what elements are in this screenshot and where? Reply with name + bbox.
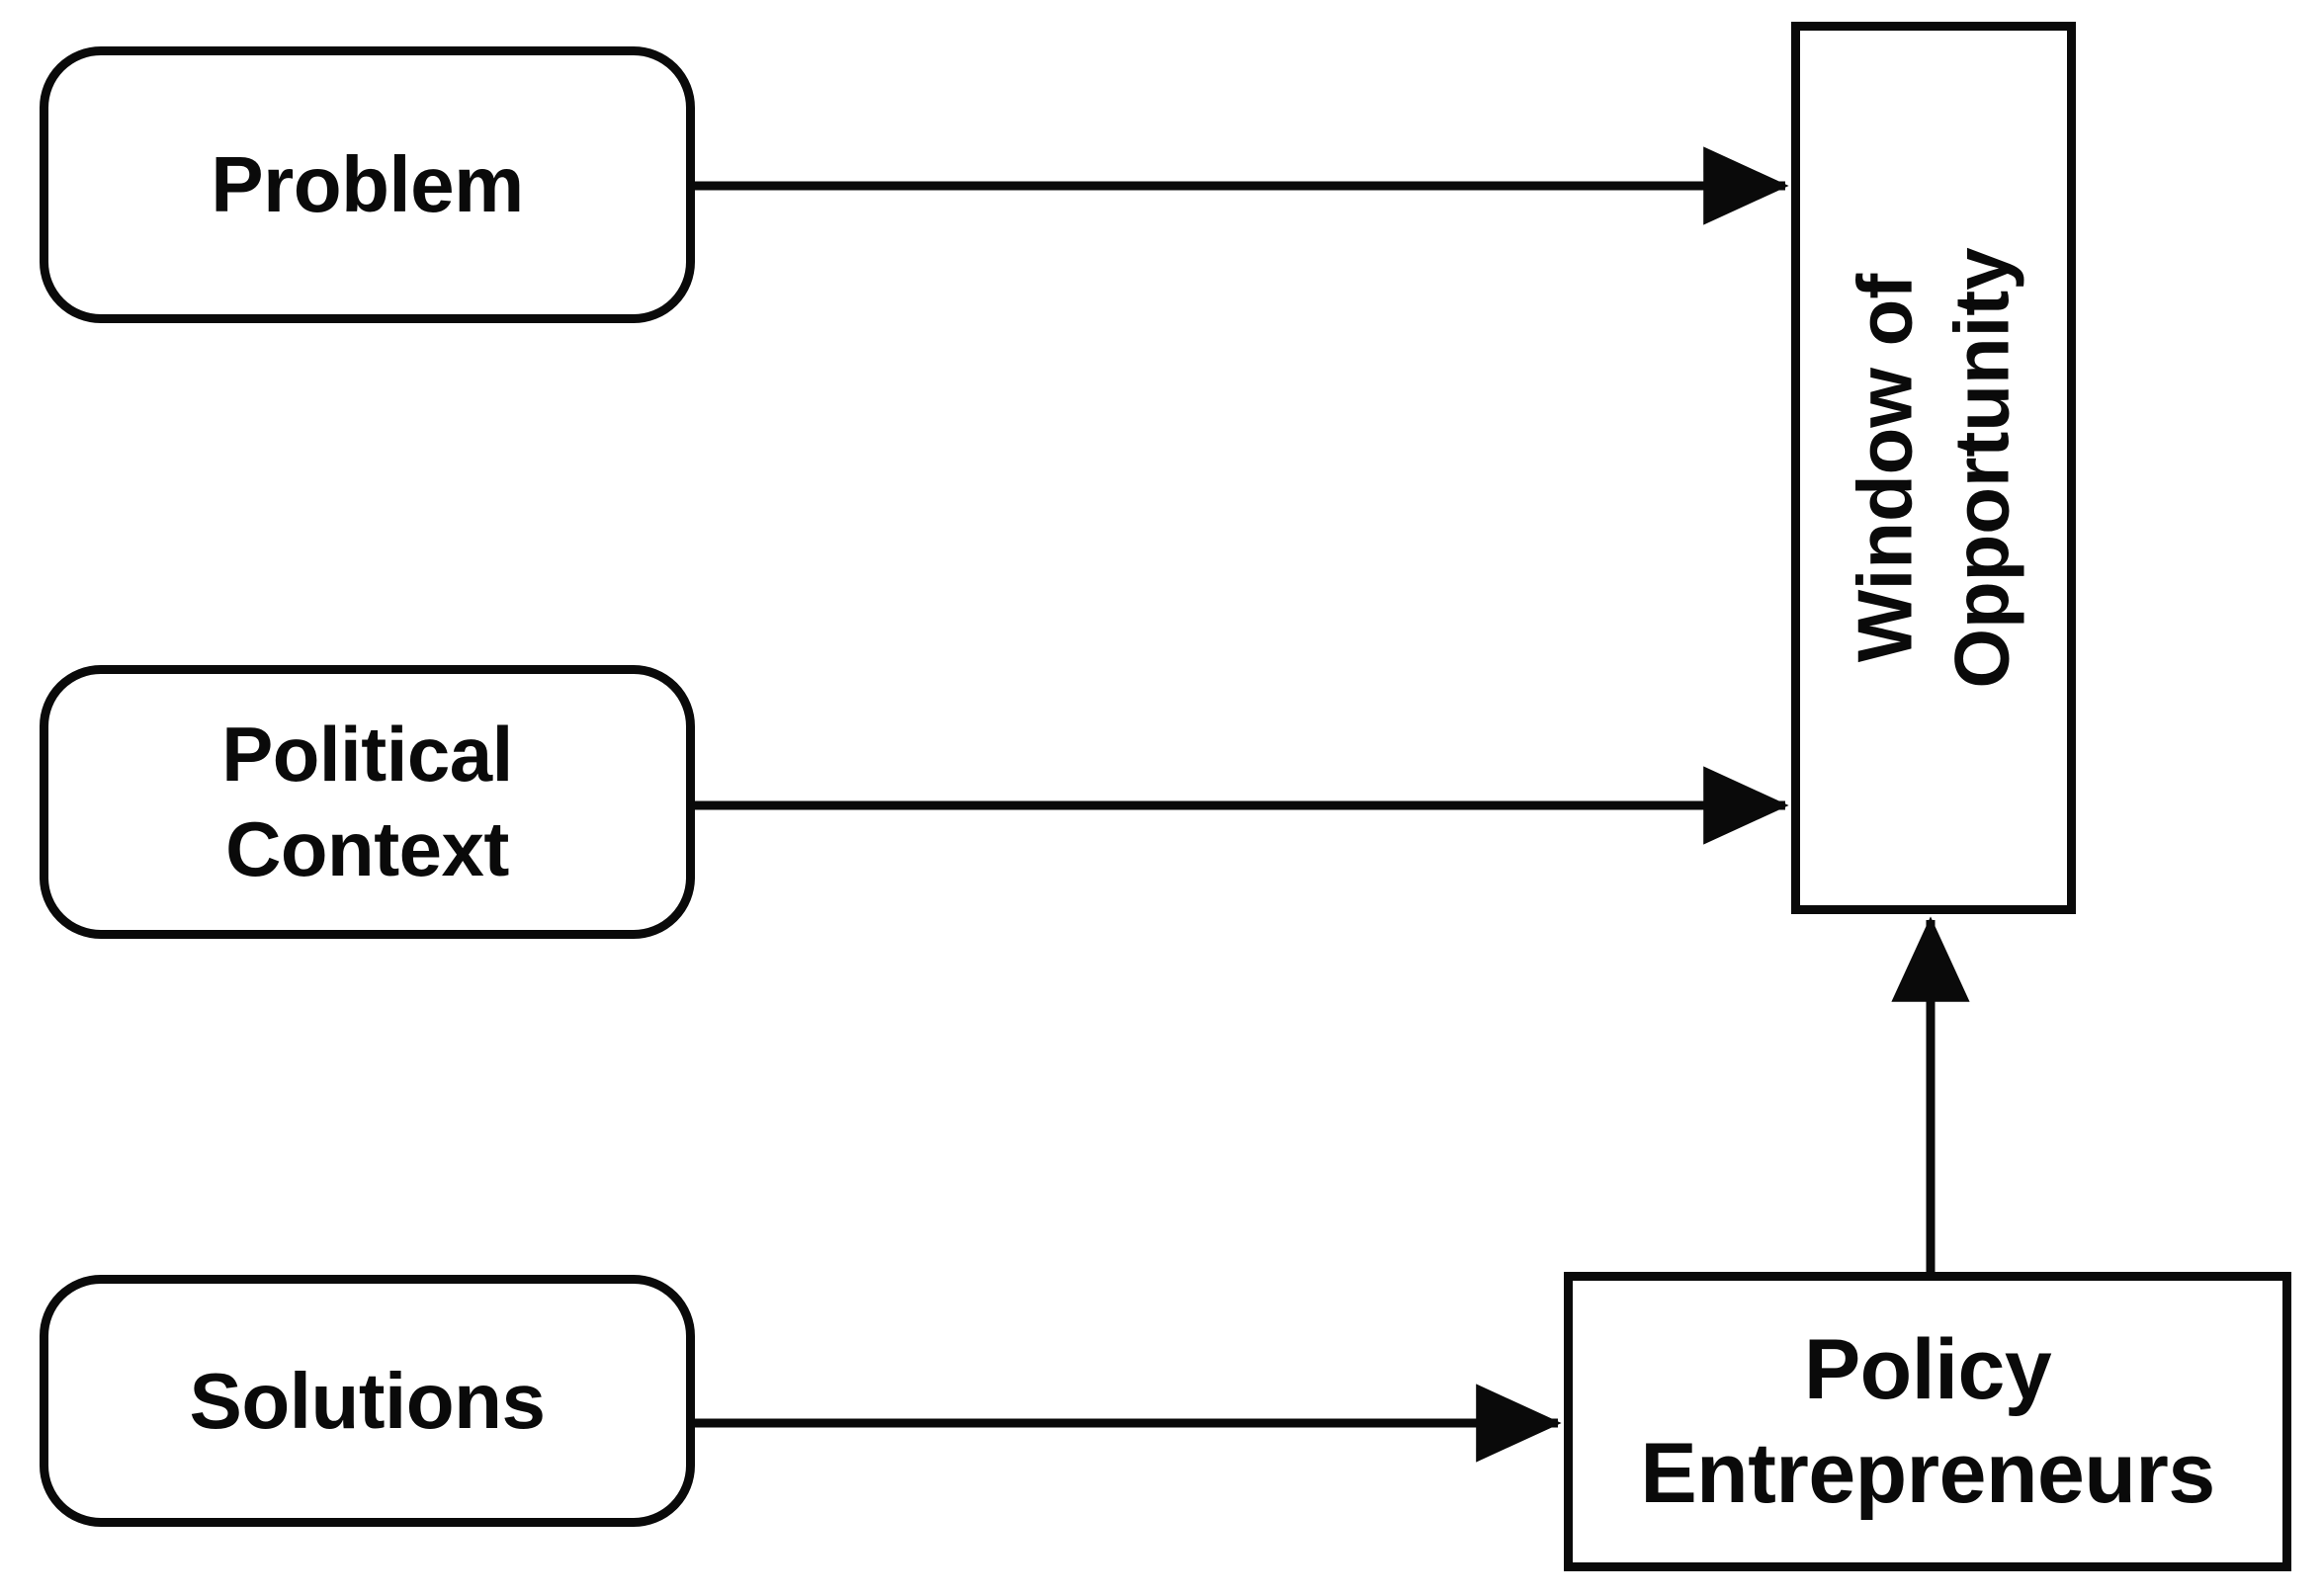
node-political-context[interactable]: Political Context: [40, 665, 695, 939]
node-window-of-opportunity-label-line1: Window of: [1841, 273, 1929, 663]
node-solutions[interactable]: Solutions: [40, 1275, 695, 1527]
node-window-of-opportunity[interactable]: Window of Opportunity: [1791, 22, 2076, 914]
node-window-of-opportunity-label-line2: Opportunity: [1937, 247, 2025, 689]
node-policy-entrepreneurs[interactable]: Policy Entrepreneurs: [1564, 1272, 2291, 1571]
node-problem[interactable]: Problem: [40, 46, 695, 323]
node-problem-label: Problem: [211, 140, 524, 229]
node-policy-entrepreneurs-label-line1: Policy: [1803, 1321, 2052, 1417]
node-window-of-opportunity-text-wrap: Window of Opportunity: [1800, 31, 2067, 905]
node-policy-entrepreneurs-label: Policy Entrepreneurs: [1640, 1318, 2215, 1526]
node-political-context-label: Political Context: [221, 708, 513, 895]
node-political-context-label-line2: Context: [225, 804, 509, 892]
node-political-context-label-line1: Political: [221, 711, 513, 798]
node-policy-entrepreneurs-label-line2: Entrepreneurs: [1640, 1425, 2215, 1521]
node-window-of-opportunity-label: Window of Opportunity: [1838, 247, 2030, 688]
node-solutions-label: Solutions: [189, 1356, 546, 1445]
